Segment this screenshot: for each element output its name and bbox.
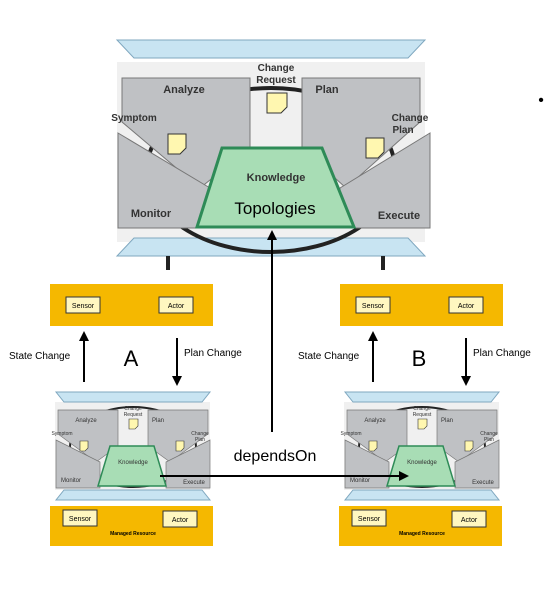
- depends-on-label: dependsOn: [234, 448, 317, 465]
- right-plan-label: Plan: [441, 418, 453, 424]
- right-state-change-label: State Change: [298, 351, 360, 362]
- big-knowledge-label: Knowledge: [247, 172, 306, 184]
- left-change-request-document-icon: [128, 418, 139, 430]
- right-monitor-label: Monitor: [350, 478, 370, 484]
- left-system: Sensor Actor State Change Plan Change A …: [9, 284, 242, 546]
- big-knowledge-shape: [194, 146, 357, 229]
- right-knowledge-shape: [385, 445, 457, 487]
- left-knowledge-label: Knowledge: [118, 460, 148, 466]
- right-system: Sensor Actor State Change Plan Change B …: [298, 284, 531, 546]
- big-plan-shape: [301, 77, 421, 189]
- big-change-request-document-icon: [266, 92, 288, 114]
- left-actor-label: Actor: [168, 303, 185, 310]
- right-change-request-document-icon: [417, 418, 428, 430]
- right-symptom-document-icon: [368, 440, 378, 452]
- big-symptom-label: Symptom: [111, 113, 157, 124]
- right-change-plan-document-icon: [464, 440, 474, 452]
- right-mape-bottom-bar: [343, 489, 501, 501]
- right-analyze-label: Analyze: [364, 418, 386, 424]
- big-analyze-label: Analyze: [163, 84, 205, 96]
- left-managed-resource-label: Managed Resource: [110, 531, 156, 537]
- left-symptom-document-icon: [79, 440, 89, 452]
- right-actor-label: Actor: [458, 303, 475, 310]
- left-monitor-label: Monitor: [61, 478, 81, 484]
- left-change-request-label-1: Change: [124, 406, 142, 412]
- left-change-plan-label-1: Change: [191, 431, 209, 437]
- big-change-request-label-1: Change: [258, 63, 295, 74]
- right-execute-label: Execute: [472, 480, 494, 486]
- left-analyze-label: Analyze: [75, 418, 97, 424]
- right-plan-change-label: Plan Change: [473, 348, 531, 359]
- left-change-plan-label-2: Plan: [195, 437, 205, 443]
- left-actor-box: [158, 296, 194, 314]
- big-plan-label: Plan: [315, 84, 339, 96]
- left-symptom-label: Symptom: [51, 431, 72, 437]
- big-symptom-document-icon: [167, 133, 187, 155]
- right-change-request-label-2: Request: [413, 412, 432, 418]
- left-state-change-label: State Change: [9, 351, 71, 362]
- right-change-plan-label-1: Change: [480, 431, 498, 437]
- right-sensor-box: [355, 296, 391, 314]
- right-sensor-label: Sensor: [362, 303, 385, 310]
- left-system-letter: A: [124, 346, 139, 371]
- big-change-request-label-2: Request: [256, 75, 296, 86]
- left-knowledge-shape: [96, 445, 168, 487]
- left-plan-change-label: Plan Change: [184, 348, 242, 359]
- left-sensor-label: Sensor: [72, 303, 95, 310]
- right-system-letter: B: [412, 346, 427, 371]
- left-sensor-box: [65, 296, 101, 314]
- right-symptom-label: Symptom: [340, 431, 361, 437]
- left-mape-bottom-bar: [54, 489, 212, 501]
- left-mape-loop: Analyze Plan Monitor Execute Symptom Cha…: [51, 391, 212, 501]
- left-execute-label: Execute: [183, 480, 205, 486]
- big-change-plan-document-icon: [365, 137, 385, 159]
- right-change-request-label-1: Change: [413, 406, 431, 412]
- left-plan-label: Plan: [152, 418, 164, 424]
- left-mape-top-bar: [54, 391, 212, 403]
- right-mape-top-bar: [343, 391, 501, 403]
- right-managed-actor-label: Actor: [461, 517, 478, 524]
- big-mape-loop: Analyze Plan Monitor Execute Symptom Cha…: [111, 39, 431, 270]
- right-managed-actor-box: [451, 510, 487, 528]
- left-managed-sensor-box: [62, 509, 98, 527]
- big-change-plan-label-2: Plan: [392, 125, 413, 136]
- right-managed-sensor-label: Sensor: [358, 516, 381, 523]
- right-mape-loop: Analyze Plan Monitor Execute Symptom Cha…: [340, 391, 501, 501]
- big-topologies-label: Topologies: [234, 199, 315, 218]
- right-knowledge-label: Knowledge: [407, 460, 437, 466]
- left-managed-actor-label: Actor: [172, 517, 189, 524]
- big-execute-label: Execute: [378, 210, 420, 222]
- left-managed-sensor-label: Sensor: [69, 516, 92, 523]
- big-change-plan-label-1: Change: [392, 113, 429, 124]
- left-managed-actor-box: [162, 510, 198, 528]
- right-managed-resource-label: Managed Resource: [399, 531, 445, 537]
- right-change-plan-label-2: Plan: [484, 437, 494, 443]
- right-managed-sensor-box: [351, 509, 387, 527]
- left-change-request-label-2: Request: [124, 412, 143, 418]
- right-actor-box: [448, 296, 484, 314]
- left-change-plan-document-icon: [175, 440, 185, 452]
- bullet-mark: •: [538, 92, 544, 109]
- big-top-bar: [115, 39, 427, 59]
- big-monitor-label: Monitor: [131, 208, 172, 220]
